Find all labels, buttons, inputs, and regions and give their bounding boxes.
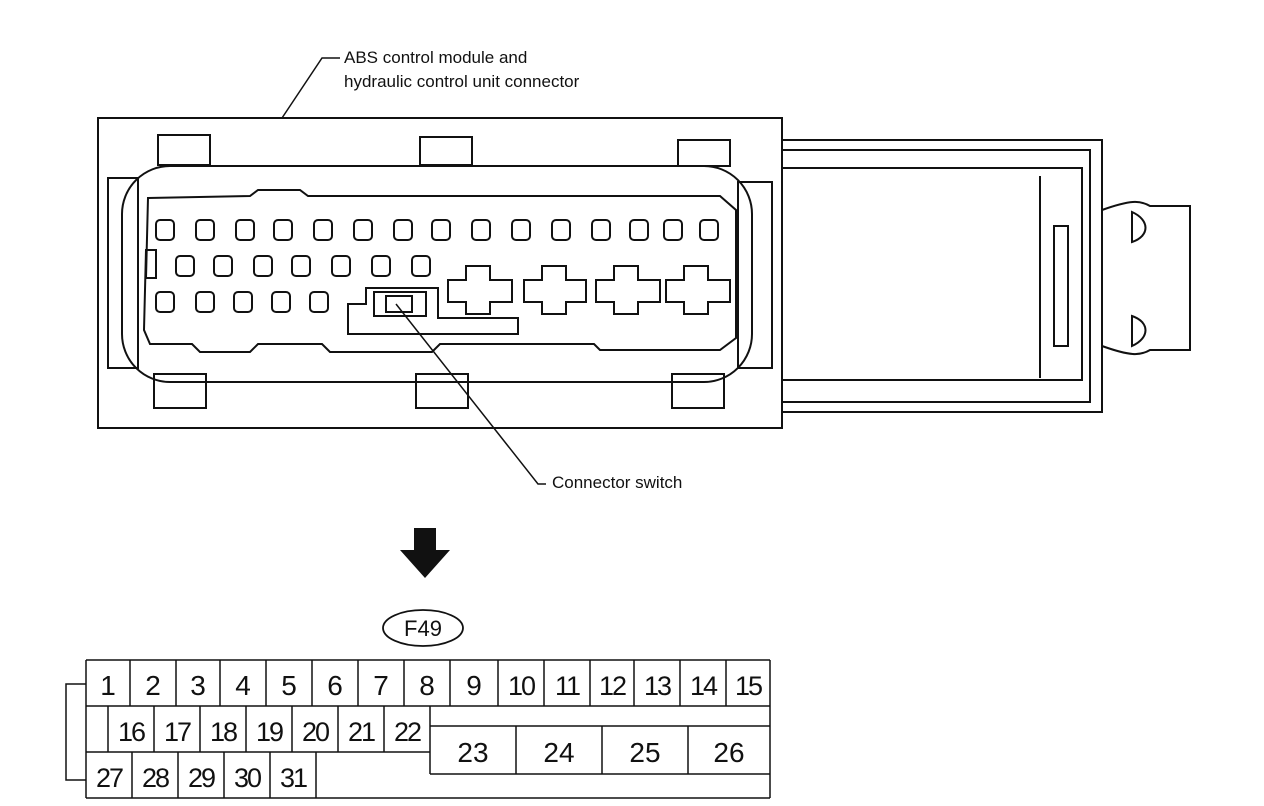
pin-cavity-row-3 <box>155 291 329 313</box>
pin-label: 11 <box>555 671 580 701</box>
pin-numbers-large: 23 24 25 26 <box>457 737 744 768</box>
pin-label: 19 <box>256 717 283 747</box>
pin-label: 14 <box>690 671 718 701</box>
pin-label: 22 <box>394 717 421 747</box>
pin-label: 15 <box>735 671 762 701</box>
pin-layout-grid <box>65 659 771 799</box>
connector-switch-callout: Connector switch <box>552 473 683 492</box>
pin-label: 23 <box>457 737 488 768</box>
connector-housing <box>97 117 783 429</box>
pin-label: 3 <box>190 670 206 701</box>
pin-cavity-row-2 <box>175 255 431 277</box>
connector-switch <box>347 287 519 335</box>
module-callout: ABS control module and hydraulic control… <box>344 46 579 94</box>
pin-label: 6 <box>327 670 343 701</box>
pin-numbers-row-1: 1 2 3 4 5 6 7 8 9 10 11 12 13 14 15 <box>100 670 764 701</box>
pin-label: 26 <box>713 737 744 768</box>
pin-label: 20 <box>302 717 329 747</box>
pin-label: 18 <box>210 717 237 747</box>
pin-numbers-row-2: 16 17 18 19 20 21 22 <box>118 717 423 747</box>
module-callout-line-1: ABS control module and <box>344 48 528 67</box>
connector-id-oval: F49 <box>382 609 464 647</box>
pin-label: 31 <box>280 763 307 793</box>
connector-id: F49 <box>404 616 442 641</box>
pin-label: 28 <box>142 763 169 793</box>
pin-label: 17 <box>164 717 191 747</box>
leader-lines <box>281 57 546 485</box>
pin-label: 29 <box>188 763 215 793</box>
pin-label: 25 <box>629 737 660 768</box>
pin-label: 5 <box>281 670 297 701</box>
pin-label: 10 <box>508 671 535 701</box>
down-arrow-icon <box>400 528 450 578</box>
pin-numbers-row-3: 27 28 29 30 31 <box>96 763 309 793</box>
pin-label: 27 <box>96 763 123 793</box>
connector-lever <box>781 139 1191 413</box>
pin-label: 7 <box>373 670 389 701</box>
pin-label: 12 <box>599 671 626 701</box>
pin-label: 4 <box>235 670 251 701</box>
pin-label: 13 <box>644 671 671 701</box>
pin-label: 9 <box>466 670 482 701</box>
pin-cavity-row-1 <box>155 219 719 241</box>
pin-label: 21 <box>348 717 375 747</box>
pin-label: 16 <box>118 717 145 747</box>
large-pin-cavities <box>447 265 731 315</box>
pin-label: 2 <box>145 670 161 701</box>
pin-label: 30 <box>234 763 261 793</box>
pin-label: 24 <box>543 737 574 768</box>
module-callout-line-2: hydraulic control unit connector <box>344 72 580 91</box>
pin-label: 8 <box>419 670 435 701</box>
pin-label: 1 <box>100 670 116 701</box>
